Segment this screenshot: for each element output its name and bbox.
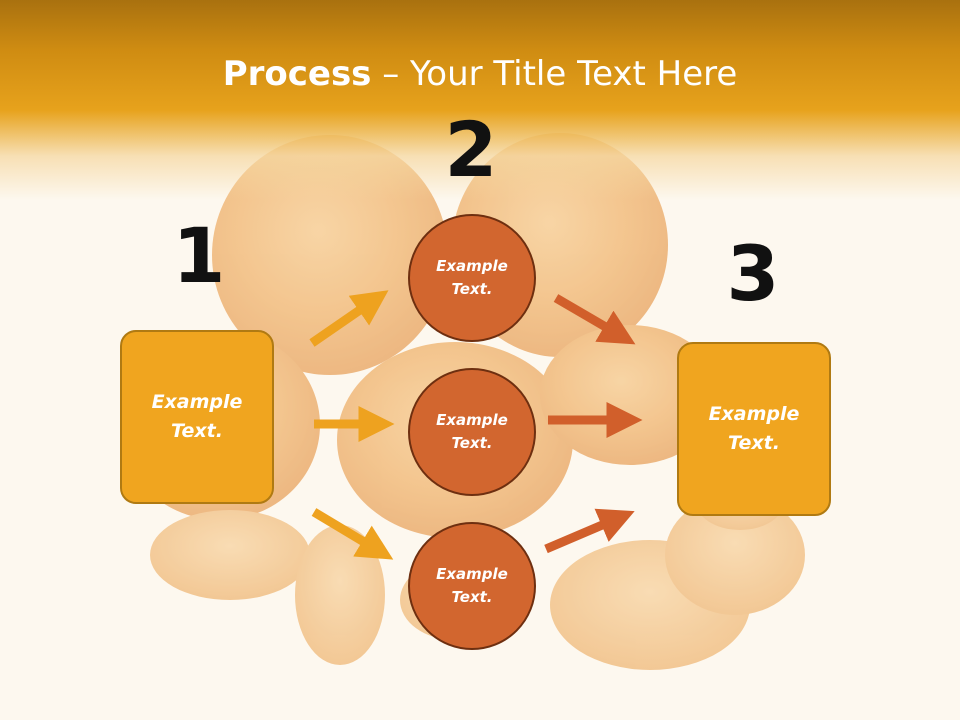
circle-top-line2: Text. xyxy=(451,280,493,298)
title-band xyxy=(0,0,960,200)
title-rest: – Your Title Text Here xyxy=(371,54,738,94)
step-number-2: 2 xyxy=(444,105,498,194)
box-step-1: Example Text. xyxy=(120,330,274,504)
circle-middle-line1: Example xyxy=(436,411,508,429)
circle-bottom-line1: Example xyxy=(436,565,508,583)
circle-top-line1: Example xyxy=(436,257,508,275)
circle-bottom-line2: Text. xyxy=(451,588,493,606)
circle-bottom: Example Text. xyxy=(408,522,536,650)
circle-middle-line2: Text. xyxy=(451,434,493,452)
box-step-3-line2: Text. xyxy=(728,432,780,454)
box-step-3-line1: Example xyxy=(708,403,800,425)
step-number-1: 1 xyxy=(172,211,226,300)
title-bold: Process xyxy=(222,54,372,94)
arrow-top-to-right xyxy=(553,294,636,345)
circle-top: Example Text. xyxy=(408,214,536,342)
slide-title: Process – Your Title Text Here xyxy=(0,52,960,96)
box-step-1-line1: Example xyxy=(151,391,243,413)
step-number-3: 3 xyxy=(726,229,780,318)
circle-middle: Example Text. xyxy=(408,368,536,496)
arrow-left-to-top xyxy=(309,290,389,347)
arrow-bottom-to-right xyxy=(544,508,635,554)
box-step-3: Example Text. xyxy=(677,342,831,516)
arrow-left-to-bottom xyxy=(311,508,394,560)
box-step-1-line2: Text. xyxy=(171,420,223,442)
